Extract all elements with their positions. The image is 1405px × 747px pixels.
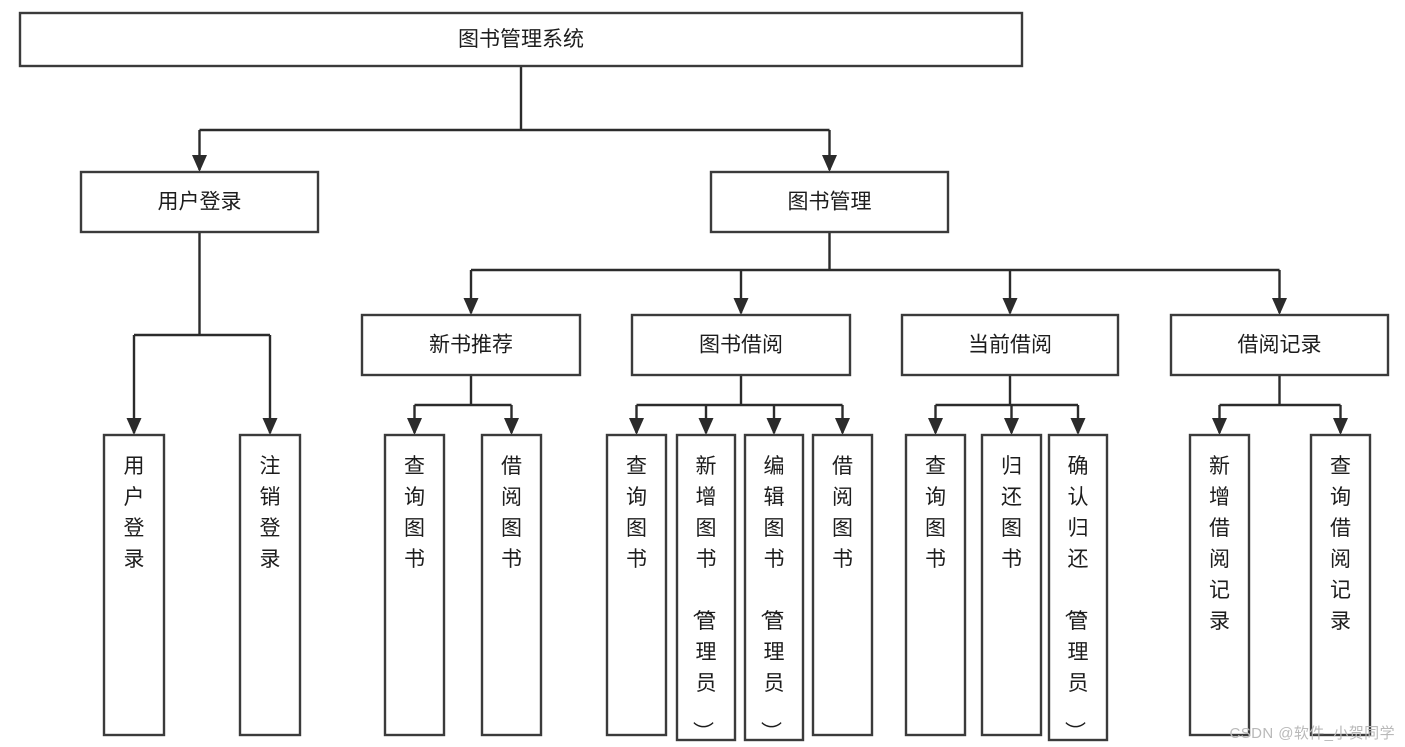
arrow-head-icon	[928, 418, 943, 435]
arrow-head-icon	[407, 418, 422, 435]
node-box	[743, 433, 805, 742]
node-box	[904, 433, 967, 737]
node-查询图书[interactable]: 查询图书	[383, 433, 446, 737]
node-label: 确认归还（管理员）	[1063, 455, 1089, 742]
node-box	[360, 313, 582, 377]
arrow-head-icon	[835, 418, 850, 435]
node-box	[980, 433, 1043, 737]
node-label: 归还图书	[1001, 455, 1022, 571]
node-借阅记录[interactable]: 借阅记录	[1169, 313, 1390, 377]
node-box	[900, 313, 1120, 377]
node-box	[811, 433, 874, 737]
arrow-head-icon	[1272, 298, 1287, 315]
arrow-head-icon	[1002, 298, 1018, 315]
node-box	[238, 433, 302, 737]
node-label: 查询图书	[404, 455, 425, 571]
node-新增图书（管理员）[interactable]: 新增图书（管理员）	[675, 433, 737, 742]
arrow-head-icon	[733, 298, 749, 315]
node-新增借阅记录[interactable]: 新增借阅记录	[1188, 433, 1251, 737]
arrow-head-icon	[463, 298, 479, 315]
arrow-head-icon	[192, 155, 207, 172]
node-box	[79, 170, 320, 234]
arrow-head-icon	[1212, 418, 1227, 435]
node-当前借阅[interactable]: 当前借阅	[900, 313, 1120, 377]
node-label: 图书管理	[788, 191, 872, 214]
node-label: 借阅图书	[832, 455, 853, 571]
node-借阅图书[interactable]: 借阅图书	[480, 433, 543, 737]
node-box	[675, 433, 737, 742]
arrow-head-icon	[1070, 418, 1086, 435]
node-图书管理[interactable]: 图书管理	[709, 170, 950, 234]
edges-layer	[126, 66, 1348, 435]
node-box	[102, 433, 166, 737]
arrow-head-icon	[698, 418, 714, 435]
node-图书管理系统[interactable]: 图书管理系统	[18, 11, 1024, 68]
node-编辑图书（管理员）[interactable]: 编辑图书（管理员）	[743, 433, 805, 742]
node-确认归还（管理员）[interactable]: 确认归还（管理员）	[1047, 433, 1109, 742]
node-新书推荐[interactable]: 新书推荐	[360, 313, 582, 377]
node-label: 图书管理系统	[458, 28, 584, 51]
node-注销登录[interactable]: 注销登录	[238, 433, 302, 737]
node-查询图书[interactable]: 查询图书	[605, 433, 668, 737]
node-box	[18, 11, 1024, 68]
node-label: 当前借阅	[968, 334, 1052, 357]
node-label: 查询借阅记录	[1330, 455, 1351, 633]
node-label: 借阅图书	[501, 455, 522, 571]
arrow-head-icon	[262, 418, 278, 435]
node-label: 图书借阅	[699, 334, 783, 357]
node-label: 新书推荐	[429, 334, 513, 357]
node-box	[1047, 433, 1109, 742]
node-box	[1188, 433, 1251, 737]
arrow-head-icon	[504, 418, 519, 435]
nodes-layer: 图书管理系统用户登录图书管理用户登录注销登录新书推荐查询图书借阅图书图书借阅查询…	[18, 11, 1390, 742]
arrow-head-icon	[126, 418, 142, 435]
node-label: 注销登录	[260, 455, 281, 571]
node-label: 查询图书	[626, 455, 647, 571]
node-label: 借阅记录	[1238, 334, 1322, 357]
arrow-head-icon	[1004, 418, 1019, 435]
node-用户登录[interactable]: 用户登录	[79, 170, 320, 234]
node-查询图书[interactable]: 查询图书	[904, 433, 967, 737]
node-box	[1309, 433, 1372, 737]
arrow-head-icon	[822, 155, 837, 172]
node-box	[1169, 313, 1390, 377]
node-图书借阅[interactable]: 图书借阅	[630, 313, 852, 377]
node-box	[480, 433, 543, 737]
node-label: 查询图书	[925, 455, 946, 571]
node-box	[630, 313, 852, 377]
node-查询借阅记录[interactable]: 查询借阅记录	[1309, 433, 1372, 737]
node-label: 用户登录	[158, 191, 242, 214]
node-box	[605, 433, 668, 737]
node-box	[709, 170, 950, 234]
node-box	[383, 433, 446, 737]
node-label: 新增图书（管理员）	[691, 455, 717, 742]
arrow-head-icon	[629, 418, 644, 435]
node-归还图书[interactable]: 归还图书	[980, 433, 1043, 737]
node-label: 新增借阅记录	[1209, 455, 1230, 633]
arrow-head-icon	[766, 418, 782, 435]
node-label: 编辑图书（管理员）	[759, 455, 785, 742]
node-用户登录[interactable]: 用户登录	[102, 433, 166, 737]
arrow-head-icon	[1333, 418, 1348, 435]
node-label: 用户登录	[124, 455, 145, 571]
node-借阅图书[interactable]: 借阅图书	[811, 433, 874, 737]
